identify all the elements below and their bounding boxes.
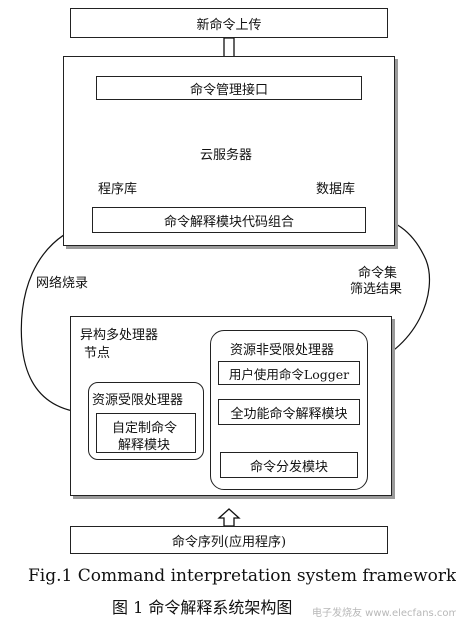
logger-label: 用户使用命令Logger	[228, 366, 350, 382]
full-module-label: 全功能命令解释模块	[230, 406, 348, 422]
network-burn-curve	[20, 221, 93, 418]
command-sequence-label: 命令序列(应用程序)	[171, 534, 287, 550]
filter-result-label-line1: 命令集	[358, 266, 398, 281]
module-combo-label: 命令解释模块代码组合	[163, 214, 294, 230]
new-command-upload-box: 新命令上传	[70, 8, 388, 38]
logger-box: 用户使用命令Logger	[218, 361, 360, 385]
dispatch-module-label: 命令分发模块	[249, 459, 328, 475]
limited-processor-label: 资源受限处理器	[92, 393, 184, 408]
cloud-server-label: 云服务器	[200, 148, 253, 163]
caption-zh: 图 1 命令解释系统架构图	[112, 598, 293, 617]
caption-en: Fig.1 Command interpretation system fram…	[28, 566, 456, 586]
unlimited-processor-label: 资源非受限处理器	[230, 343, 335, 358]
full-module-box: 全功能命令解释模块	[218, 399, 360, 425]
command-mgmt-interface-label: 命令管理接口	[189, 82, 268, 98]
custom-module-label-line2: 解释模块	[118, 438, 171, 453]
new-command-upload-label: 新命令上传	[196, 17, 262, 33]
custom-module-label-line1: 自定制命令	[112, 421, 178, 436]
sequence-up-arrow	[217, 508, 241, 527]
hetero-node-label-line2: 节点	[84, 346, 111, 361]
dispatch-module-box: 命令分发模块	[220, 452, 358, 478]
watermark: 电子发烧友 www.elecfans.com	[312, 608, 456, 619]
program-db-label: 程序库	[98, 182, 138, 197]
command-mgmt-interface-box: 命令管理接口	[96, 76, 362, 100]
command-sequence-box: 命令序列(应用程序)	[70, 526, 388, 554]
hetero-node-label-line1: 异构多处理器	[80, 328, 159, 343]
data-db-label: 数据库	[316, 182, 356, 197]
module-combo-box: 命令解释模块代码组合	[92, 207, 366, 233]
custom-module-box	[96, 413, 196, 453]
filter-result-label-line2: 筛选结果	[350, 282, 403, 297]
network-burn-label: 网络烧录	[36, 276, 89, 291]
